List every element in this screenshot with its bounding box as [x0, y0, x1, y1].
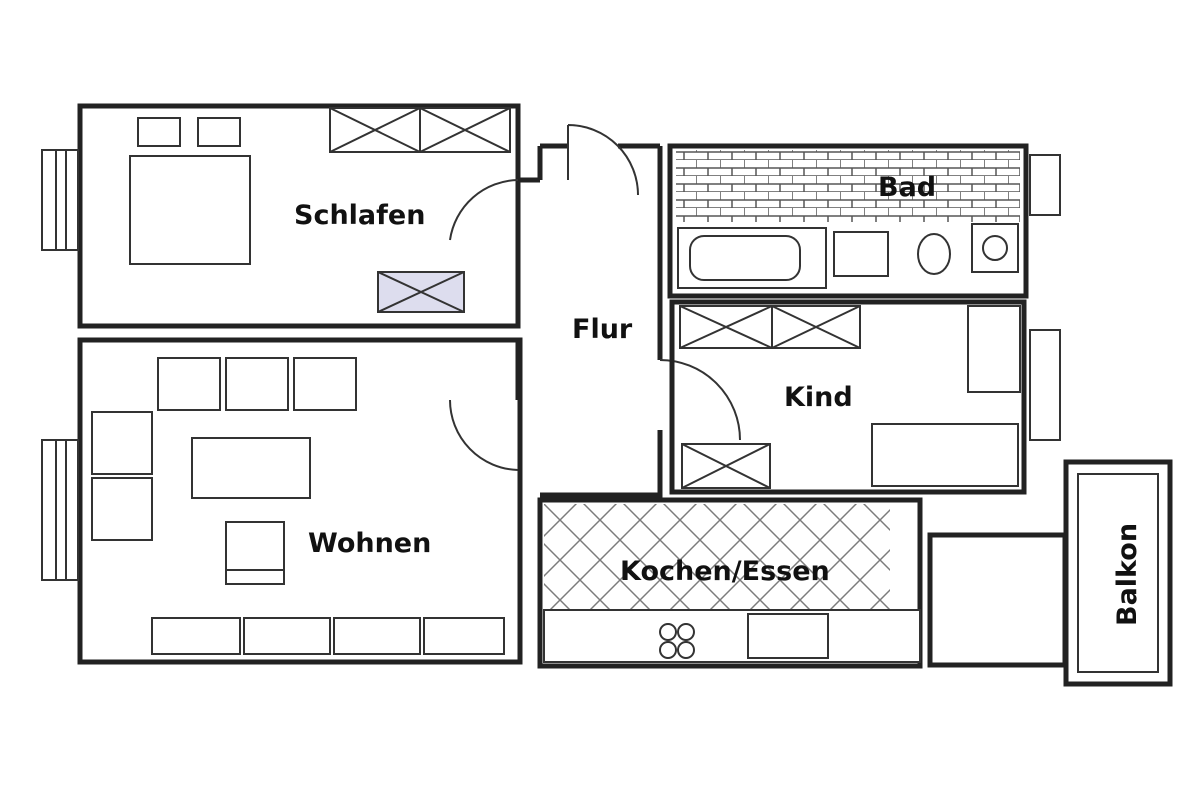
- label-balkon: Balkon: [1112, 523, 1143, 626]
- room-kochen-essen: [537, 497, 923, 669]
- sideboard: [151, 617, 505, 655]
- label-kind: Kind: [784, 382, 853, 413]
- label-schlafen: Schlafen: [294, 200, 425, 231]
- bed: [871, 423, 1019, 487]
- room-balkon: [927, 459, 1173, 687]
- sofa: [91, 357, 357, 541]
- sink: [833, 231, 889, 277]
- label-bad: Bad: [878, 172, 936, 203]
- desk: [967, 305, 1021, 393]
- label-flur: Flur: [572, 314, 633, 345]
- kitchen-counter: [543, 609, 921, 663]
- kitchen-sink: [747, 613, 829, 659]
- washing-machine: [971, 223, 1019, 273]
- coffee-table: [191, 437, 311, 499]
- toilet: [917, 233, 951, 275]
- window: [41, 149, 79, 251]
- window: [1029, 154, 1061, 216]
- room-wohnen: [41, 337, 523, 665]
- wardrobe: [329, 107, 511, 313]
- room-kind: [669, 299, 1061, 495]
- label-wohnen: Wohnen: [308, 528, 431, 559]
- window: [1029, 329, 1061, 441]
- label-kochen-essen: Kochen/Essen: [620, 556, 830, 587]
- window: [41, 439, 79, 581]
- armchair: [225, 521, 285, 573]
- room-flur: [449, 124, 741, 498]
- room-schlafen: [41, 103, 521, 329]
- double-bed: [129, 117, 251, 265]
- room-bad: [667, 143, 1061, 299]
